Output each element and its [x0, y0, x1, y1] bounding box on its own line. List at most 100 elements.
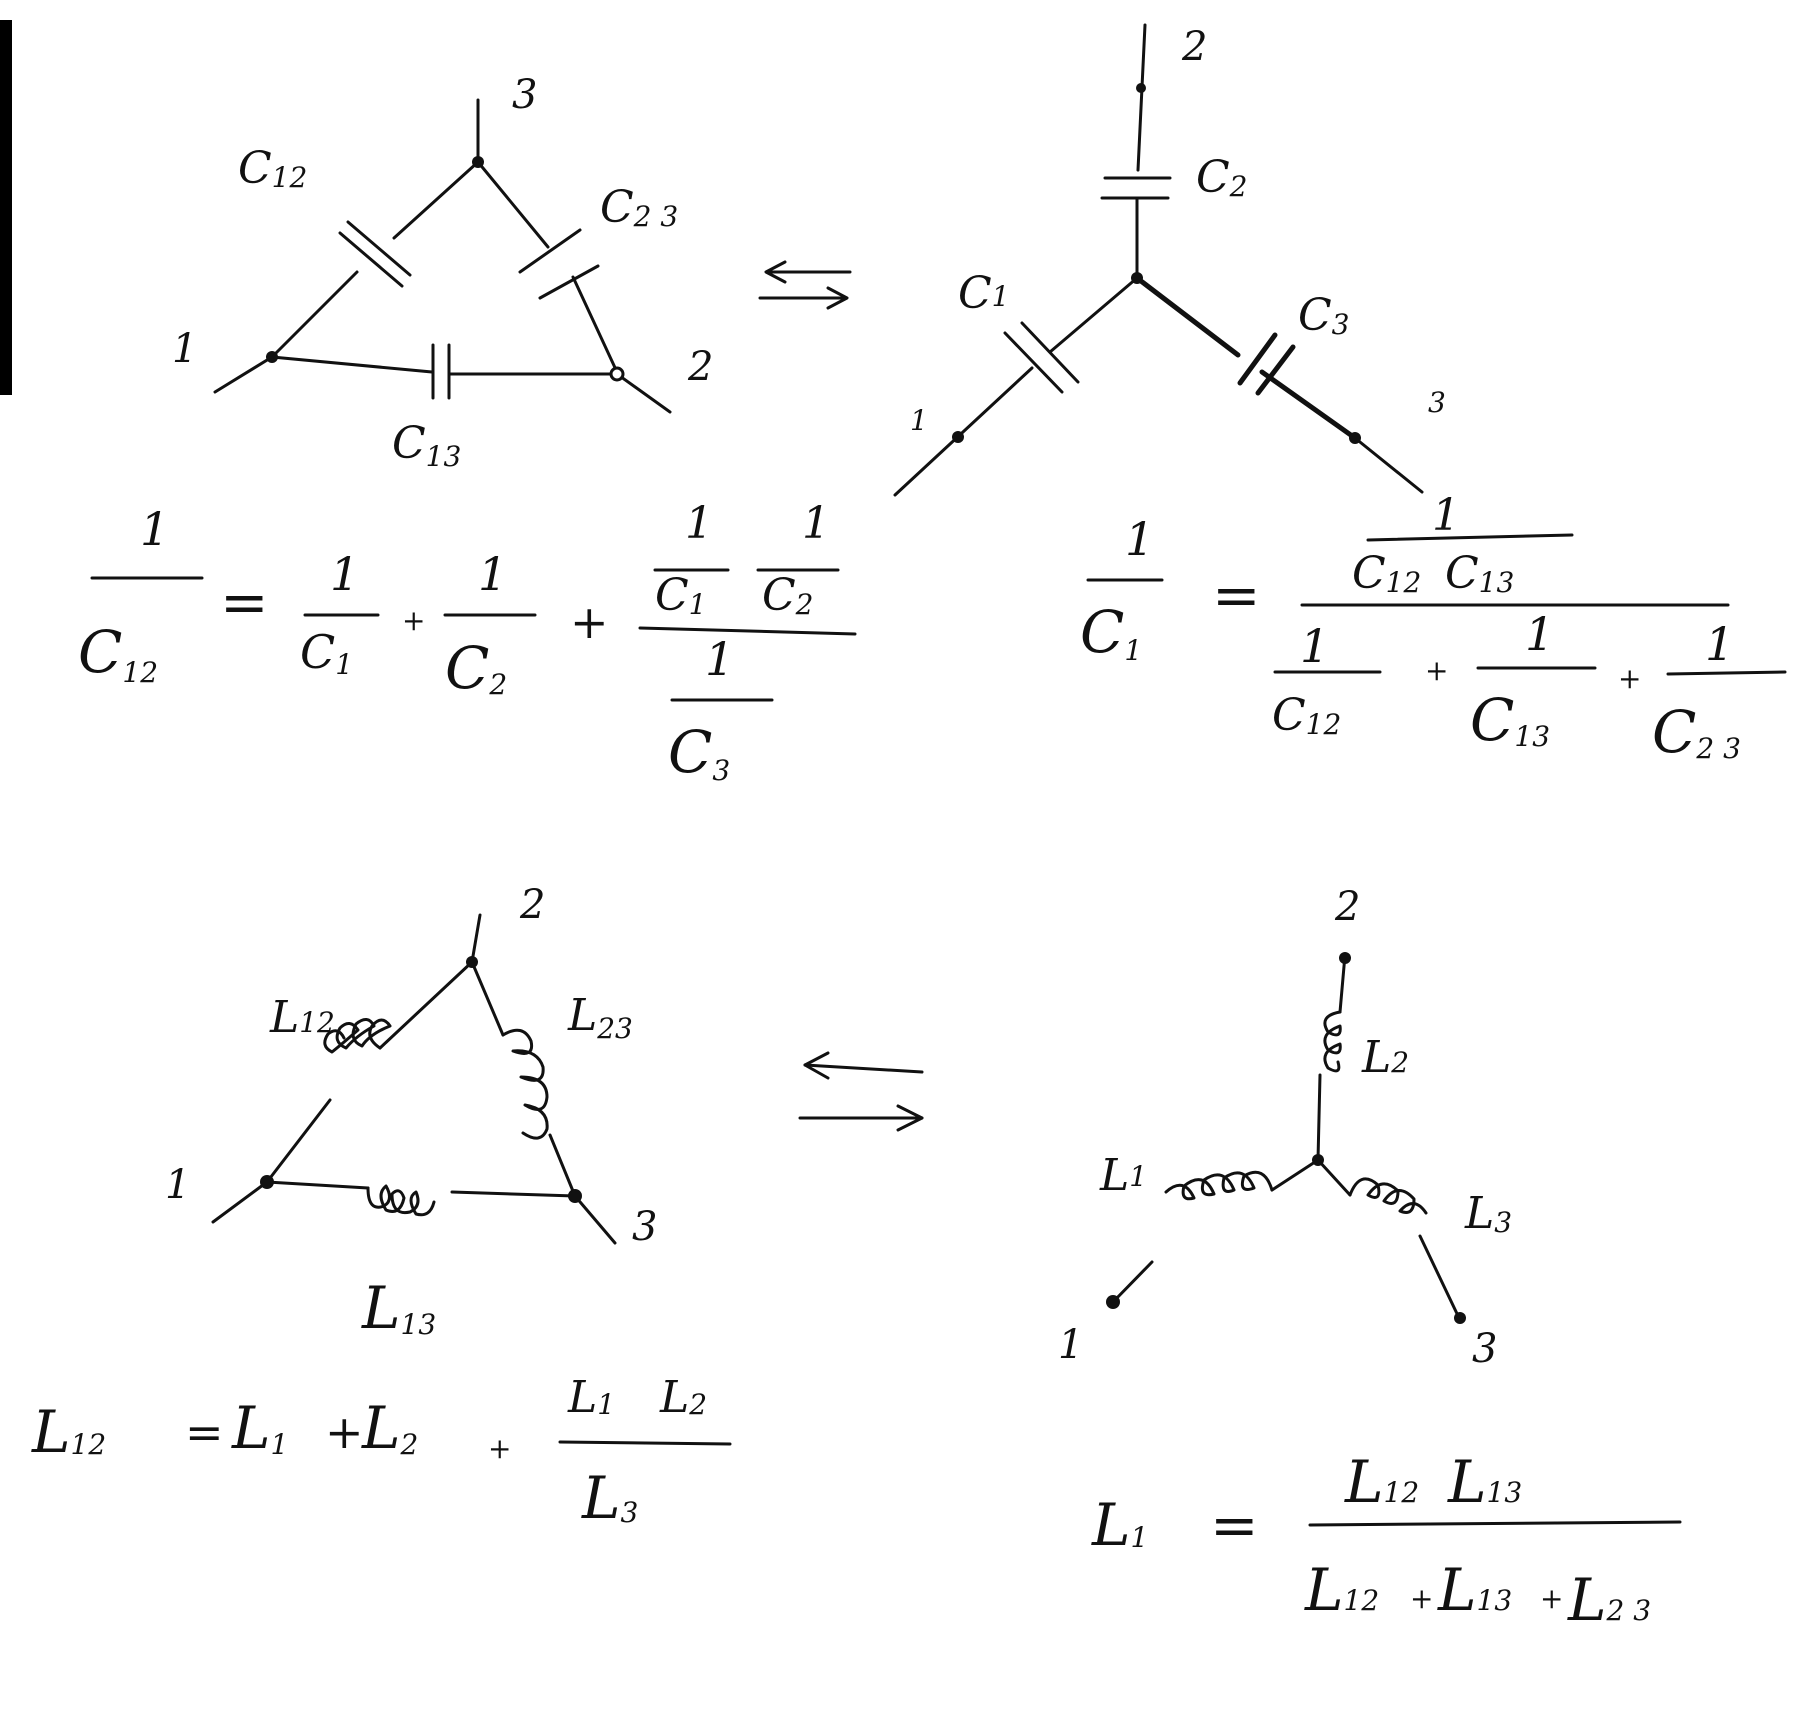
star-c3-wire-bottom [1259, 369, 1358, 441]
delta-l-terminal-1 [211, 1180, 269, 1224]
delta-l23-label: L23 [567, 990, 633, 1045]
l1-plus-1: + [1410, 1582, 1433, 1615]
delta-l13-wire-left [265, 1180, 370, 1190]
delta-c12-plate-a [346, 220, 412, 277]
delta-l23-wire-bottom [548, 1133, 577, 1198]
star-l3-label: L3 [1464, 1188, 1512, 1239]
star-l1-wire-bottom [1111, 1260, 1154, 1304]
star-c3-wire-top [1134, 275, 1241, 358]
l12-term-a: L1 [231, 1394, 288, 1462]
l12-frac-bar [558, 1440, 732, 1446]
capacitor-formula-delta: 1 C12 = 1 C1 + 1 C2 + 1 C1 1 C2 1 C3 [78, 498, 857, 787]
delta-c-node-1 [266, 351, 278, 363]
capacitor-delta-network: 3 1 2 C12 C2 3 C13 [172, 72, 713, 473]
star-c1-plate-b [1020, 321, 1080, 384]
c1-num-overline [1366, 533, 1574, 542]
star-c2-wire-top [1136, 23, 1147, 172]
delta-l13-label: L13 [361, 1274, 436, 1342]
star-c-node-3-label: 3 [1428, 386, 1446, 419]
star-c-node-1 [952, 431, 964, 443]
star-l-center-node [1312, 1154, 1324, 1166]
delta-c23-wire-top [476, 160, 550, 249]
delta-l13-coil [366, 1184, 436, 1217]
c12-lhs-numerator: 1 [140, 502, 169, 556]
c12-plus-1: + [402, 604, 425, 637]
c1-lhs-denominator: C1 [1080, 598, 1142, 667]
c12-t3-b-den: C2 [762, 570, 814, 621]
l1-den-c: L2 3 [1567, 1566, 1651, 1634]
delta-l-terminal-3 [573, 1194, 617, 1245]
delta-l-node-1-label: 1 [165, 1162, 190, 1208]
c12-lhs-denominator: C12 [78, 618, 158, 689]
star-l1-wire-top [1270, 1158, 1320, 1192]
star-l3-wire-top [1316, 1158, 1352, 1197]
delta-l-node-3 [568, 1189, 582, 1203]
star-l2-wire-top [1338, 953, 1347, 1014]
star-l2-label: L2 [1361, 1032, 1409, 1083]
delta-c12-label: C12 [238, 143, 307, 194]
capacitor-star-network: 2 1 3 C2 C1 C3 [893, 23, 1446, 497]
l12-lhs: L12 [31, 1398, 106, 1466]
star-l1-label: L1 [1099, 1150, 1147, 1201]
delta-c-node-3-label: 2 [687, 344, 713, 390]
l1-equals: = [1210, 1491, 1259, 1559]
delta-c23-label: C2 3 [600, 182, 678, 233]
l1-den-a: L12 [1304, 1556, 1379, 1624]
star-l3-wire-bottom [1418, 1234, 1462, 1322]
l12-plus-2: + [488, 1432, 511, 1465]
star-c-center-node [1131, 272, 1143, 284]
star-c1-plate-a [1003, 331, 1064, 394]
c1-d1-den: C12 [1272, 690, 1341, 741]
star-c3-terminal [1353, 436, 1424, 494]
c1-num-b: C13 [1445, 548, 1514, 599]
inductor-star-network: 2 1 3 L2 L1 L3 [1058, 884, 1512, 1372]
c1-num-a: C12 [1352, 548, 1421, 599]
l12-frac-num-b: L2 [659, 1372, 707, 1423]
c12-t3-b-num: 1 [802, 498, 830, 549]
delta-l-terminal-2 [470, 913, 482, 964]
star-c2-label: C2 [1196, 152, 1248, 203]
delta-c12-wire-top [392, 160, 480, 240]
delta-c-node-2-label: 3 [512, 72, 537, 118]
delta-l12-wire-top [378, 960, 474, 1050]
c1-d3-num: 1 [1705, 617, 1734, 671]
delta-c13-wire-left [270, 355, 434, 374]
star-c-node-2 [1136, 83, 1146, 93]
l12-plus-1: + [325, 1405, 364, 1459]
c12-t1-num: 1 [330, 547, 359, 601]
l1-lhs: L1 [1091, 1491, 1148, 1559]
star-l-node-1 [1106, 1295, 1120, 1309]
c1-d3-bar [1666, 670, 1787, 676]
c1-lhs-numerator: 1 [1125, 512, 1154, 566]
delta-l-node-3-label: 3 [632, 1204, 657, 1250]
delta-l13-wire-right [450, 1190, 577, 1198]
delta-c-node-3 [609, 366, 625, 382]
l1-den-b: L13 [1437, 1556, 1512, 1624]
delta-l12-coil [323, 1018, 392, 1054]
l1-frac-bar [1308, 1520, 1682, 1527]
c12-equals: = [220, 568, 269, 636]
star-c-node-3 [1349, 432, 1361, 444]
c1-plus-1: + [1425, 654, 1448, 687]
star-c3-label: C3 [1298, 290, 1350, 341]
star-c1-wire-top [1048, 276, 1139, 354]
delta-l12-label: L12 [269, 992, 335, 1043]
star-c-node-1-label: 1 [910, 404, 928, 437]
capacitor-equivalence-arrows [758, 260, 852, 310]
c1-equals: = [1212, 561, 1261, 629]
star-l3-coil [1348, 1177, 1428, 1215]
capacitor-formula-star: 1 C1 = 1 C12 C13 1 C12 + 1 C13 + 1 C2 3 [1080, 490, 1787, 766]
l12-term-b: L2 [361, 1394, 418, 1462]
star-l-node-3-label: 3 [1472, 1326, 1497, 1372]
l1-num-a: L12 [1344, 1448, 1419, 1516]
delta-l23-coil [501, 1028, 549, 1140]
delta-c12-plate-b [338, 231, 404, 288]
c12-t3-main-bar [638, 626, 857, 636]
delta-c23-plate-a [518, 228, 582, 274]
c12-t1-den: C1 [300, 625, 353, 681]
delta-c-node-2 [472, 156, 484, 168]
star-l-node-1-label: 1 [1058, 1322, 1083, 1368]
star-c1-wire-bottom [893, 366, 1034, 497]
star-l-node-2-label: 2 [1334, 884, 1360, 930]
